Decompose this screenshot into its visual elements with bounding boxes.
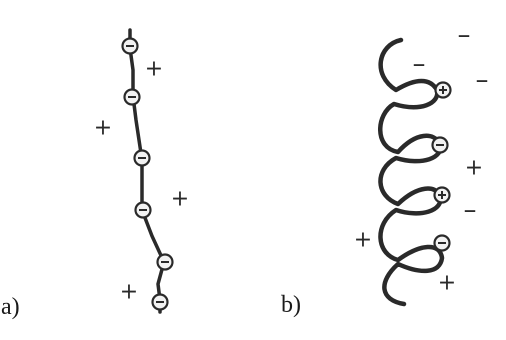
panel-a-counter-ion-2: + [94, 116, 112, 141]
panel-b-bead-4: − [433, 234, 451, 252]
panel-a-chain [128, 28, 166, 314]
chain-backbone [128, 28, 166, 314]
panel-b-counter-ion-7: + [438, 271, 456, 296]
panel-a-counter-ions: + + + + [94, 57, 189, 305]
panel-b-counter-ion-2: – [413, 49, 426, 79]
panel-a-counter-ion-1: + [145, 57, 163, 82]
panel-b-counter-ion-3: – [476, 65, 489, 95]
panel-a-counter-ion-3: + [171, 187, 189, 212]
panel-b-helix [378, 37, 445, 307]
panel-b-label: b) [281, 292, 301, 318]
panel-a-bead-5: − [156, 253, 174, 271]
panel-a-bead-1: − [121, 37, 139, 55]
panel-a-bead-3: − [133, 149, 151, 167]
panel-b-beads: + − + − [431, 81, 452, 252]
panel-b-bead-1: + [434, 81, 452, 99]
panel-a-counter-ion-4: + [120, 280, 138, 305]
panel-a-beads: − − − − − − [121, 37, 174, 311]
panel-b-counter-ion-6: + [354, 228, 372, 253]
panel-a-bead-4: − [134, 201, 152, 219]
panel-a-label: a) [1, 294, 20, 320]
panel-b-counter-ion-1: – [458, 20, 471, 50]
panel-a-bead-2: − [123, 88, 141, 106]
panel-b-bead-3: + [433, 186, 451, 204]
panel-b-counter-ion-5: – [464, 195, 477, 225]
helix-coil [378, 37, 445, 307]
panel-b-bead-2: − [431, 136, 449, 154]
panel-b-counter-ion-4: + [465, 156, 483, 181]
panel-a-bead-6: − [151, 293, 169, 311]
panel-b-counter-ions: –––+–++ [354, 20, 489, 296]
